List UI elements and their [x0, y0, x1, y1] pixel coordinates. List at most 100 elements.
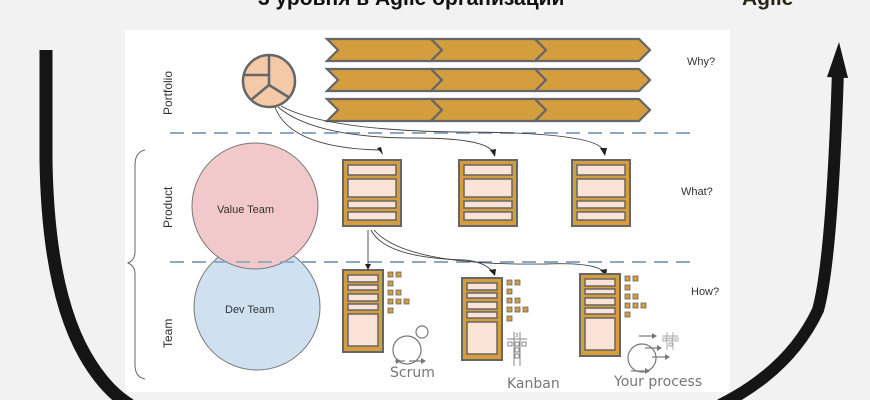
- task-square: [506, 279, 513, 286]
- backlog-item: [576, 178, 626, 198]
- task-square: [632, 302, 639, 309]
- backlog-item: [576, 200, 626, 209]
- product-backlog-card: [571, 159, 631, 227]
- epic-chevron: [428, 37, 548, 63]
- task-square: [395, 298, 402, 305]
- task-square: [624, 284, 631, 291]
- process-label-kanban: Kanban: [507, 376, 560, 392]
- task-square: [624, 293, 631, 300]
- backlog-item: [463, 211, 513, 221]
- backlog-item: [463, 164, 513, 176]
- portfolio-epics: [324, 37, 652, 123]
- side-title: Agile: [742, 0, 793, 11]
- arrow-right-stroke: [717, 69, 844, 400]
- epic-chevron: [428, 67, 548, 93]
- backlog-item: [347, 284, 379, 291]
- process-label-scrum: Scrum: [390, 365, 435, 381]
- backlog-item: [463, 178, 513, 198]
- task-square: [640, 302, 647, 309]
- task-square: [522, 306, 529, 313]
- task-square: [514, 279, 521, 286]
- backlog-item: [466, 282, 498, 291]
- backlog-item: [347, 178, 397, 198]
- epic-chevron: [324, 37, 444, 63]
- kanban-wip-limit: 3: [515, 333, 518, 339]
- scrum-cycle-icon: [392, 325, 429, 365]
- brace-icon: [126, 149, 146, 380]
- dev-team-label: Dev Team: [225, 304, 274, 316]
- backlog-item: [347, 200, 397, 209]
- task-square: [632, 275, 639, 282]
- task-square: [395, 289, 402, 296]
- arrow-head-icon: [827, 42, 848, 78]
- kanban-board-icon: [507, 332, 527, 366]
- custom-process-icon: [627, 332, 679, 374]
- page-title: 3 уровня в Agile организации: [258, 0, 564, 11]
- task-square: [632, 293, 639, 300]
- question-what: What?: [681, 186, 713, 198]
- product-backlog-card: [342, 159, 402, 227]
- backlog-item: [584, 278, 616, 287]
- question-how: How?: [691, 286, 719, 298]
- backlog-item: [466, 321, 498, 355]
- task-square: [395, 271, 402, 278]
- task-square: [387, 271, 394, 278]
- task-square: [624, 311, 631, 318]
- backlog-item: [347, 164, 397, 176]
- epic-chevron: [324, 97, 444, 123]
- task-square: [387, 280, 394, 287]
- product-connectors: [367, 229, 605, 273]
- epic-chevron: [324, 67, 444, 93]
- task-square: [387, 298, 394, 305]
- level-label-portfolio: Portfolio: [161, 71, 175, 115]
- backlog-item: [347, 313, 379, 347]
- backlog-item: [347, 293, 379, 302]
- product-backlog-card: [458, 159, 518, 227]
- backlog-item: [347, 274, 379, 283]
- epic-chevron: [532, 97, 652, 123]
- epic-chevron: [532, 67, 652, 93]
- level-label-product: Product: [161, 186, 175, 228]
- backlog-item: [576, 164, 626, 176]
- task-square: [506, 297, 513, 304]
- backlog-item: [466, 311, 498, 319]
- backlog-item: [584, 297, 616, 306]
- task-square: [624, 275, 631, 282]
- backlog-item: [466, 301, 498, 310]
- diagram-panel: Portfolio Product Team Why? What? How?: [125, 30, 730, 392]
- team-backlog-card: [342, 269, 410, 353]
- backlog-item: [584, 288, 616, 295]
- portfolio-pie-icon: [241, 53, 297, 109]
- task-square: [514, 297, 521, 304]
- task-square: [506, 315, 513, 322]
- question-why: Why?: [687, 56, 715, 68]
- backlog-item: [347, 303, 379, 311]
- process-label-your-process: Your process: [613, 374, 702, 390]
- backlog-item: [576, 211, 626, 221]
- backlog-item: [466, 292, 498, 299]
- portfolio-connectors: [274, 105, 604, 153]
- backlog-item: [584, 307, 616, 315]
- product-backlogs: [342, 159, 631, 227]
- level-label-team: Team: [161, 319, 175, 348]
- arrow-left-stroke: [39, 50, 134, 400]
- task-square: [506, 288, 513, 295]
- epic-chevron: [428, 97, 548, 123]
- value-team-label: Value Team: [217, 204, 274, 216]
- task-square: [387, 289, 394, 296]
- task-square: [506, 306, 513, 313]
- backlog-item: [347, 211, 397, 221]
- epic-chevron: [532, 37, 652, 63]
- team-backlog-card: [579, 273, 647, 357]
- task-square: [403, 298, 410, 305]
- task-square: [387, 307, 394, 314]
- task-square: [514, 306, 521, 313]
- backlog-item: [463, 200, 513, 209]
- team-backlogs: [342, 269, 647, 361]
- connector-arrowheads: [377, 147, 607, 157]
- value-team-circle: [191, 142, 319, 270]
- backlog-item: [584, 317, 616, 351]
- task-square: [624, 302, 631, 309]
- agile-levels-diagram: Portfolio Product Team Why? What? How?: [126, 37, 719, 392]
